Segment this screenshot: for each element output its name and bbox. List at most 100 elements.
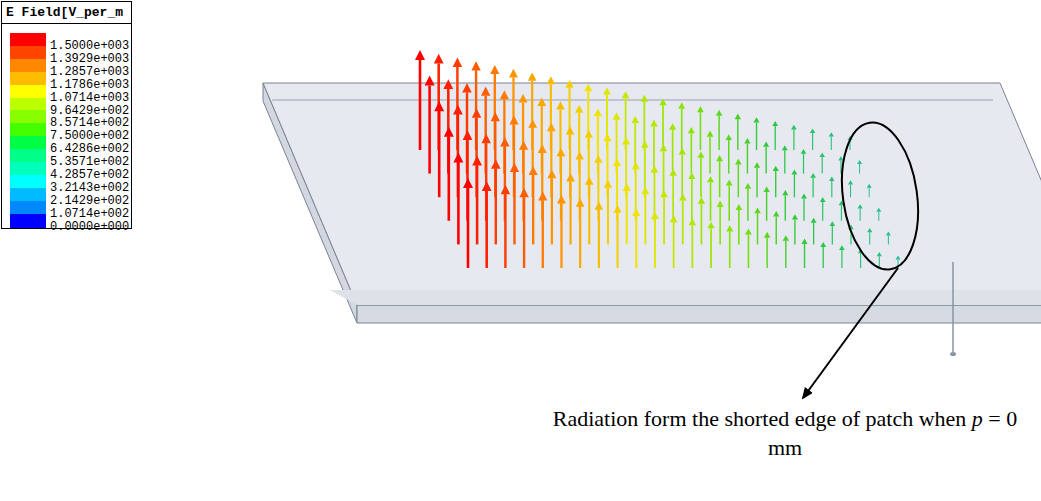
field-arrow-head xyxy=(651,212,659,219)
field-arrow-shaft xyxy=(748,235,750,268)
field-arrow-head xyxy=(500,90,509,99)
field-arrow-head xyxy=(434,101,444,111)
field-arrow-head xyxy=(537,98,546,106)
field-arrow-head xyxy=(698,197,705,204)
field-arrow-shaft xyxy=(823,247,824,268)
field-arrow-shaft xyxy=(784,150,785,173)
field-arrow-head xyxy=(801,239,807,244)
field-arrow-head xyxy=(594,155,602,163)
legend-value: 5.3571e+002 xyxy=(50,156,129,169)
field-arrow-head xyxy=(744,138,750,144)
legend-value: 1.1786e+003 xyxy=(50,79,129,92)
field-arrow-head xyxy=(689,218,696,225)
field-arrow-head xyxy=(519,188,528,197)
field-arrow-shaft xyxy=(691,225,693,268)
field-arrow-shaft xyxy=(504,194,506,268)
legend-swatch xyxy=(10,46,46,60)
field-arrow-head xyxy=(820,242,826,247)
field-arrow-head xyxy=(810,173,816,178)
field-arrow-head xyxy=(613,112,621,119)
field-arrow-shaft xyxy=(738,210,740,244)
legend-panel: E Field[V_per_m1.5000e+0031.3929e+0031.2… xyxy=(1,1,132,229)
field-arrow-head xyxy=(697,151,704,157)
legend-swatch xyxy=(10,149,46,163)
field-arrow-shaft xyxy=(709,137,711,174)
field-arrow-head xyxy=(651,165,659,172)
field-arrow-head xyxy=(472,156,482,166)
field-arrow-head xyxy=(763,187,769,193)
field-arrow-head xyxy=(641,187,649,194)
field-arrow-shaft xyxy=(457,162,460,244)
legend-value: 9.6429e+002 xyxy=(50,105,129,118)
field-arrow-shaft xyxy=(756,123,757,150)
field-arrow-head xyxy=(764,232,771,238)
field-arrow-head xyxy=(670,215,678,222)
leader-arrow xyxy=(803,268,898,398)
field-arrow-shaft xyxy=(775,126,776,150)
field-arrow-shaft xyxy=(682,201,684,245)
field-arrow-shaft xyxy=(617,213,619,268)
field-arrow-head xyxy=(857,204,862,208)
field-arrow-head xyxy=(679,148,686,155)
field-arrow-head xyxy=(707,176,714,182)
field-arrow-head xyxy=(783,235,789,241)
field-arrow-shaft xyxy=(691,133,693,173)
field-arrow-head xyxy=(557,148,566,156)
field-arrow-head xyxy=(622,91,630,98)
field-arrow-head xyxy=(848,180,853,184)
field-arrow-shaft xyxy=(850,184,851,197)
field-arrow-head xyxy=(453,152,463,162)
field-arrow-head xyxy=(631,116,639,123)
field-arrow-head xyxy=(753,117,759,122)
legend-swatch xyxy=(10,136,46,150)
field-arrow-head xyxy=(660,144,667,151)
annotation-text: Radiation form the shorted edge of patch… xyxy=(545,404,1025,462)
field-arrow-head xyxy=(444,127,454,137)
field-arrow-head xyxy=(782,190,788,195)
highlight-ellipse xyxy=(833,118,927,275)
field-arrow-shaft xyxy=(551,178,553,244)
field-arrow-head xyxy=(575,105,583,113)
field-arrow-head xyxy=(707,131,714,137)
field-arrow-head xyxy=(717,201,724,207)
field-arrow-head xyxy=(811,218,817,223)
field-arrow-head xyxy=(585,176,593,184)
field-arrow-head xyxy=(519,141,528,150)
field-arrow-head xyxy=(472,108,482,117)
legend-value: 1.3929e+003 xyxy=(50,53,129,66)
field-arrow-shaft xyxy=(831,181,832,197)
field-arrow-head xyxy=(603,87,611,94)
field-arrow-shaft xyxy=(841,250,842,268)
field-arrow-shaft xyxy=(467,188,470,268)
legend-swatch xyxy=(10,59,46,73)
field-arrow-head xyxy=(641,95,648,102)
legend-swatch xyxy=(10,188,46,202)
field-arrow-shaft xyxy=(419,60,422,150)
field-arrow-shaft xyxy=(719,161,721,197)
field-arrow-head xyxy=(519,94,528,103)
field-arrow-head xyxy=(716,110,723,116)
field-arrow-shaft xyxy=(663,151,665,197)
field-arrow-head xyxy=(566,173,575,181)
field-arrow-head xyxy=(575,151,583,159)
legend-value: 1.2857e+003 xyxy=(50,66,129,79)
field-arrow-head xyxy=(565,80,573,88)
field-arrow-head xyxy=(538,144,547,153)
field-arrow-head xyxy=(547,123,556,131)
field-arrow-head xyxy=(632,162,640,169)
field-arrow-head xyxy=(641,141,649,148)
field-arrow-head xyxy=(745,228,752,234)
field-arrow-shaft xyxy=(738,164,739,197)
field-arrow-shaft xyxy=(728,186,730,221)
field-arrow-shaft xyxy=(626,191,628,244)
field-arrow-head xyxy=(791,169,797,174)
field-arrow-head xyxy=(867,184,872,188)
field-arrow-head xyxy=(688,172,695,179)
field-arrow-head xyxy=(557,195,566,204)
field-arrow-head xyxy=(566,126,574,134)
field-arrow-shaft xyxy=(728,140,729,174)
field-arrow-shaft xyxy=(710,182,712,220)
field-arrow-shaft xyxy=(765,147,766,174)
field-arrow-head xyxy=(716,155,723,161)
field-arrow-shaft xyxy=(447,137,450,221)
